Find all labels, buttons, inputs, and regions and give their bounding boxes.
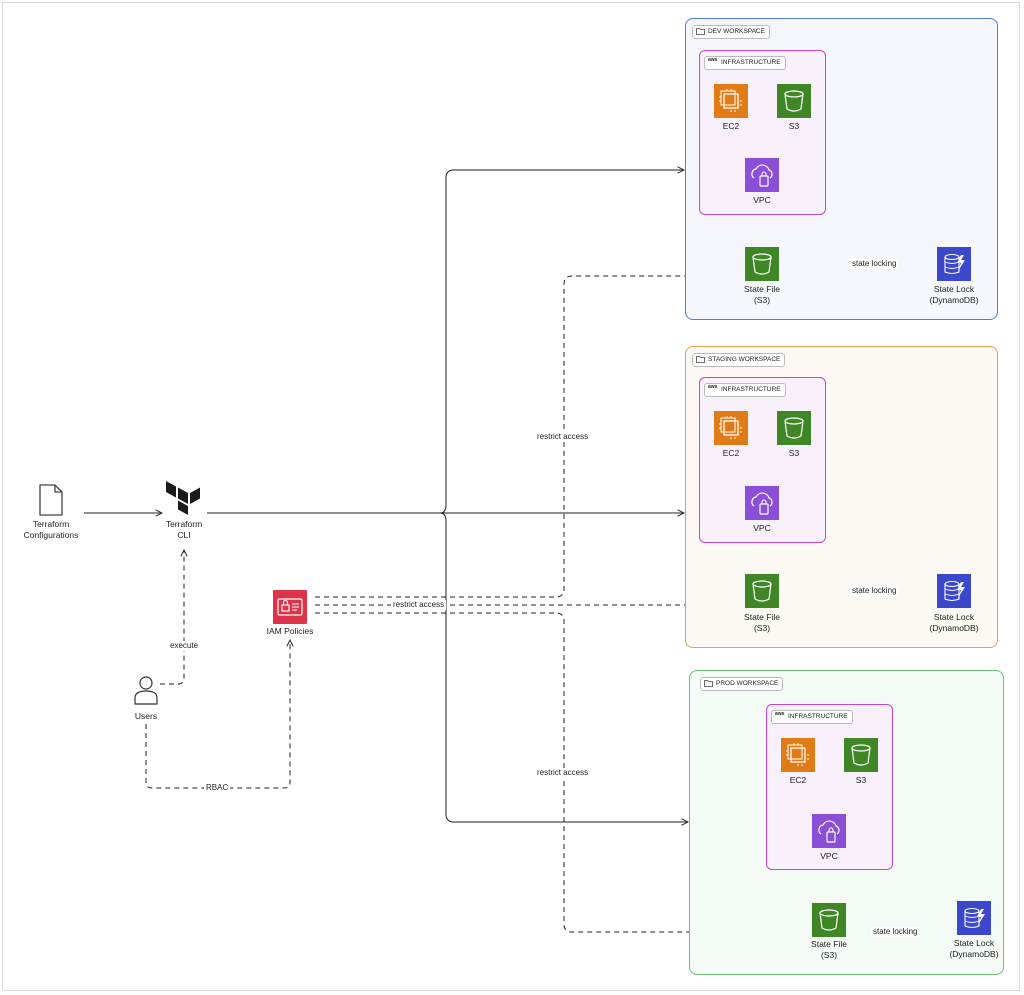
staging-workspace-tag: STAGING WORKSPACE: [692, 353, 786, 367]
aws-logo-icon: aws: [708, 384, 718, 390]
iam-policy-icon: [273, 590, 307, 624]
dev-state-file-label: State File (S3): [744, 284, 780, 305]
staging-workspace-title: STAGING WORKSPACE: [708, 356, 781, 363]
staging-state-file-label: State File (S3): [744, 612, 780, 633]
staging-state-lock-label: State Lock (DynamoDB): [929, 612, 979, 633]
folder-icon: [696, 356, 705, 363]
prod-vpc-label: VPC: [820, 851, 838, 861]
user-icon: [134, 676, 158, 705]
prod-state-file-label: State File (S3): [811, 939, 847, 960]
users-label: Users: [134, 711, 158, 721]
terraform-cli-node[interactable]: Terraform CLI: [156, 481, 212, 541]
edge-label-rbac: RBAC: [204, 783, 231, 793]
edge-label-restrict-access-top: restrict access: [535, 432, 591, 442]
terraform-logo-icon: [166, 481, 200, 515]
staging-state-locking-label: state locking: [850, 586, 899, 596]
vpc-icon[interactable]: [745, 486, 779, 520]
prod-workspace-title: PROD WORKSPACE: [716, 680, 779, 687]
edge-label-execute: execute: [168, 641, 201, 651]
prod-s3-label: S3: [855, 775, 867, 785]
iam-policies-label: IAM Policies: [266, 626, 314, 636]
dynamodb-icon[interactable]: [937, 247, 971, 281]
prod-state-locking-label: state locking: [871, 927, 920, 937]
aws-logo-icon: aws: [775, 711, 785, 717]
edge-iam-to-dev-state: [315, 276, 740, 598]
s3-bucket-icon[interactable]: [812, 903, 846, 937]
prod-state-lock-label: State Lock (DynamoDB): [949, 938, 999, 959]
dev-vpc-label: VPC: [753, 195, 771, 205]
edge-label-restrict-access-mid: restrict access: [391, 600, 447, 610]
staging-s3-label: S3: [788, 448, 800, 458]
staging-vpc-label: VPC: [753, 523, 771, 533]
iam-policies-node[interactable]: IAM Policies: [258, 590, 322, 640]
prod-infrastructure-title: INFRASTRUCTURE: [788, 713, 848, 720]
dev-ec2-label: EC2: [722, 121, 740, 131]
dynamodb-icon[interactable]: [957, 901, 991, 935]
ec2-icon[interactable]: [714, 411, 748, 445]
dev-workspace-tag: DEV WORKSPACE: [692, 25, 770, 39]
prod-ec2-label: EC2: [789, 775, 807, 785]
dev-state-locking-label: state locking: [850, 259, 899, 269]
staging-ec2-label: EC2: [722, 448, 740, 458]
edge-users-rbac: [145, 640, 290, 789]
aws-logo-icon: aws: [708, 57, 718, 63]
dev-state-lock-label: State Lock (DynamoDB): [929, 284, 979, 305]
s3-bucket-icon[interactable]: [777, 84, 811, 118]
edge-cli-to-dev: [439, 170, 684, 514]
dev-infrastructure-title: INFRASTRUCTURE: [721, 59, 781, 66]
terraform-configurations-node[interactable]: Terraform Configurations: [20, 484, 82, 544]
dev-workspace-title: DEV WORKSPACE: [708, 28, 765, 35]
ec2-icon[interactable]: [781, 738, 815, 772]
s3-bucket-icon[interactable]: [777, 411, 811, 445]
dev-s3-label: S3: [788, 121, 800, 131]
vpc-icon[interactable]: [745, 158, 779, 192]
users-node[interactable]: Users: [126, 676, 166, 726]
ec2-icon[interactable]: [714, 84, 748, 118]
s3-bucket-icon[interactable]: [745, 247, 779, 281]
s3-bucket-icon[interactable]: [745, 574, 779, 608]
folder-icon: [704, 680, 713, 687]
edge-label-restrict-access-bottom: restrict access: [535, 768, 591, 778]
terraform-configurations-label: Terraform Configurations: [23, 519, 79, 540]
vpc-icon[interactable]: [812, 814, 846, 848]
dynamodb-icon[interactable]: [937, 574, 971, 608]
document-icon: [39, 484, 63, 516]
prod-workspace-tag: PROD WORKSPACE: [700, 677, 784, 691]
terraform-cli-label: Terraform CLI: [165, 519, 203, 540]
edge-users-execute: [160, 550, 184, 685]
staging-infrastructure-title: INFRASTRUCTURE: [721, 386, 781, 393]
folder-icon: [696, 28, 705, 35]
edge-cli-to-prod: [439, 512, 688, 822]
s3-bucket-icon[interactable]: [844, 738, 878, 772]
